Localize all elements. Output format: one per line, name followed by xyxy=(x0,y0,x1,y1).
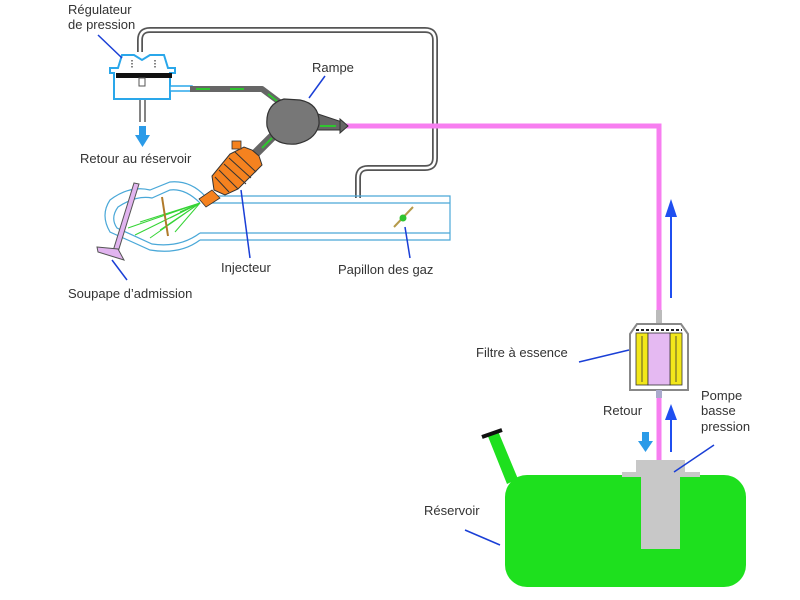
fuel-filter xyxy=(629,310,689,398)
return-hose xyxy=(137,27,438,198)
label-pompe-line3: pression xyxy=(701,419,750,434)
supply-pipe xyxy=(190,86,284,107)
fuel-injector xyxy=(198,140,263,208)
label-injecteur: Injecteur xyxy=(221,260,272,275)
intake-divider xyxy=(161,196,169,237)
intake-manifold xyxy=(104,181,451,252)
pressure-regulator xyxy=(109,54,193,100)
fuel-tank xyxy=(481,428,746,587)
label-pompe-line2: basse xyxy=(701,403,736,418)
label-pompe-line1: Pompe xyxy=(701,388,742,403)
label-rampe: Rampe xyxy=(312,60,354,75)
leader-lines xyxy=(97,34,715,546)
throttle-valve xyxy=(393,206,414,228)
return-arrow-down-regulator xyxy=(135,126,150,147)
label-reservoir: Réservoir xyxy=(424,503,480,518)
flow-arrow-up-top xyxy=(665,199,677,298)
label-soupape: Soupape d’admission xyxy=(68,286,192,301)
fuel-rail xyxy=(266,98,349,145)
flow-arrow-up-pump xyxy=(665,404,677,452)
label-filtre: Filtre à essence xyxy=(476,345,568,360)
label-retour-reservoir: Retour au réservoir xyxy=(80,151,192,166)
label-regulateur-line1: Régulateur xyxy=(68,2,132,17)
label-papillon: Papillon des gaz xyxy=(338,262,433,277)
return-arrow-down-pump xyxy=(638,432,653,452)
fuel-supply-line xyxy=(344,123,662,462)
label-regulateur-line2: de pression xyxy=(68,17,135,32)
low-pressure-pump xyxy=(622,460,700,549)
label-retour: Retour xyxy=(603,403,643,418)
intake-valve xyxy=(96,182,140,261)
